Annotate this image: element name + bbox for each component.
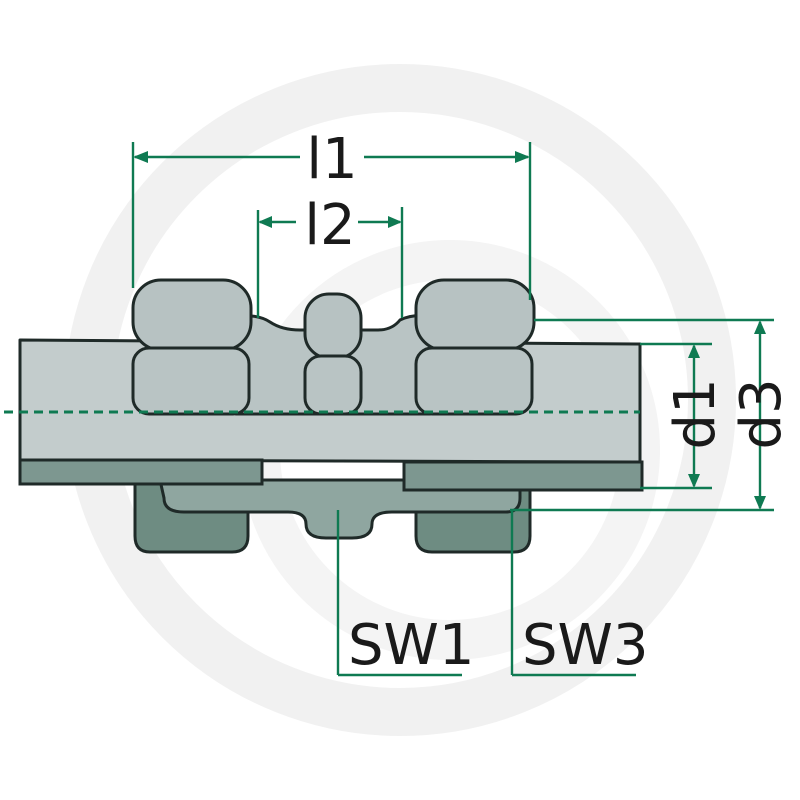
label-sw3: SW3 xyxy=(522,613,649,678)
dimension-lines xyxy=(131,142,774,677)
right-nut-top xyxy=(414,278,536,352)
label-l1: l1 xyxy=(306,127,357,192)
right-nut-mid xyxy=(414,346,534,416)
fitting-upper-half xyxy=(18,278,642,464)
label-sw1: SW1 xyxy=(348,613,475,678)
label-d1: d1 xyxy=(663,378,728,449)
left-nut-top xyxy=(131,278,253,352)
body-lower xyxy=(158,478,522,540)
dimension-arrows xyxy=(133,151,766,510)
center-hex-mid xyxy=(303,354,363,416)
tube-sections xyxy=(18,458,644,492)
label-d3: d3 xyxy=(729,378,794,449)
left-tube-lower xyxy=(18,458,264,486)
left-nut-mid xyxy=(131,346,251,416)
center-hex-top xyxy=(303,292,363,360)
fitting-lower-half xyxy=(133,478,532,554)
label-l2: l2 xyxy=(304,193,355,258)
right-tube-lower xyxy=(402,460,644,492)
